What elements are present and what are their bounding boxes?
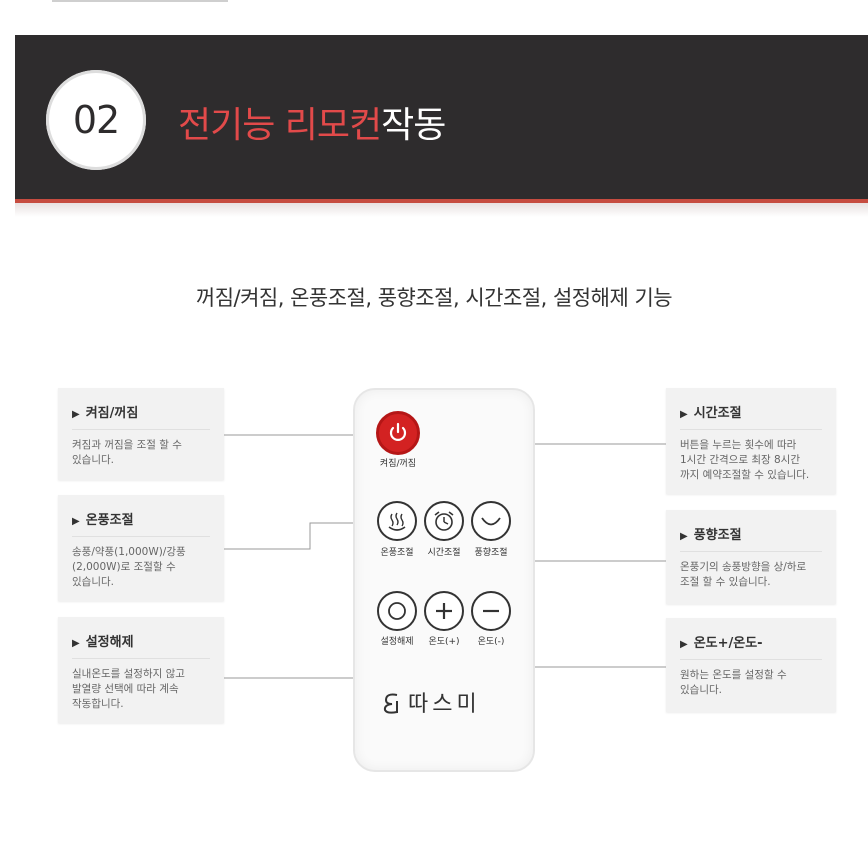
card-power-title: 켜짐/꺼짐: [85, 406, 139, 421]
card-direction: ▶ 풍향조절 온풍기의 송풍방향을 상/하로 조절 할 수 있습니다.: [666, 510, 836, 604]
title-highlight: 전기능 리모컨: [178, 105, 382, 146]
remote-power-label: 켜짐/꺼짐: [379, 459, 417, 469]
card-power-desc: 켜짐과 꺼짐을 조절 할 수 있습니다.: [72, 439, 182, 466]
header-shadow: [15, 203, 868, 217]
remote-power-button[interactable]: [376, 411, 420, 455]
remote-warm-label: 온풍조절: [380, 548, 414, 558]
card-temp-title: 온도+/온도-: [693, 636, 763, 651]
circle-icon: [388, 602, 406, 620]
triangle-icon: ▶: [72, 516, 80, 527]
card-temp: ▶ 온도+/온도- 원하는 온도를 설정할 수 있습니다.: [666, 618, 836, 712]
triangle-icon: ▶: [72, 638, 80, 649]
card-temp-desc: 원하는 온도를 설정할 수 있습니다.: [680, 669, 787, 696]
card-power: ▶ 켜짐/꺼짐 켜짐과 꺼짐을 조절 할 수 있습니다.: [58, 388, 224, 480]
remote-release-button[interactable]: [377, 591, 417, 631]
brand-logo-icon: [383, 693, 398, 714]
remote-direction-button[interactable]: [471, 501, 511, 541]
remote-direction-label: 풍향조절: [474, 548, 508, 558]
remote-temp-up-label: 온도(+): [428, 637, 460, 647]
card-release: ▶ 설정해제 실내온도를 설정하지 않고 발열량 선택에 따라 계속 작동합니다.: [58, 617, 224, 723]
remote-brand: 따스미: [380, 686, 481, 718]
plus-icon: [436, 603, 452, 619]
top-divider: [52, 0, 228, 2]
remote-warm-button[interactable]: [377, 501, 417, 541]
section-number-badge: 02: [46, 70, 146, 170]
remote-control: [353, 388, 535, 772]
feature-summary: 꺼짐/켜짐, 온풍조절, 풍향조절, 시간조절, 설정해제 기능: [195, 286, 673, 310]
section-header: [15, 35, 868, 199]
triangle-icon: ▶: [680, 531, 688, 542]
remote-release-label: 설정해제: [380, 637, 414, 647]
card-release-desc: 실내온도를 설정하지 않고 발열량 선택에 따라 계속 작동합니다.: [72, 668, 185, 710]
card-warm: ▶ 온풍조절 송풍/약풍(1,000W)/강풍 (2,000W)로 조절할 수 있…: [58, 495, 224, 601]
card-warm-desc: 송풍/약풍(1,000W)/강풍 (2,000W)로 조절할 수 있습니다.: [72, 546, 186, 588]
card-direction-title: 풍향조절: [693, 528, 742, 543]
card-direction-desc: 온풍기의 송풍방향을 상/하로 조절 할 수 있습니다.: [680, 561, 807, 588]
remote-temp-up-button[interactable]: [424, 591, 464, 631]
remote-temp-down-label: 온도(-): [477, 637, 505, 647]
remote-temp-down-button[interactable]: [471, 591, 511, 631]
card-timer-desc: 버튼을 누르는 횟수에 따라 1시간 간격으로 최장 8시간 까지 예약조절할 …: [680, 439, 810, 481]
section-title: 전기능 리모컨작동: [178, 96, 446, 148]
triangle-icon: ▶: [72, 409, 80, 420]
swing-arc-icon: [481, 517, 501, 526]
power-icon: [389, 422, 407, 441]
card-warm-title: 온풍조절: [85, 513, 134, 528]
title-rest: 작동: [381, 105, 446, 146]
minus-icon: [483, 609, 499, 613]
alarm-clock-icon: [434, 511, 454, 531]
triangle-icon: ▶: [680, 409, 688, 420]
remote-timer-button[interactable]: [424, 501, 464, 541]
heat-waves-icon: [388, 512, 406, 531]
remote-brand-name: 따스미: [408, 692, 481, 717]
header-underline: [15, 199, 868, 203]
card-release-title: 설정해제: [85, 635, 134, 650]
card-timer: ▶ 시간조절 버튼을 누르는 횟수에 따라 1시간 간격으로 최장 8시간 까지 …: [666, 388, 836, 494]
triangle-icon: ▶: [680, 639, 688, 650]
remote-timer-label: 시간조절: [427, 548, 461, 558]
card-timer-title: 시간조절: [693, 406, 742, 421]
